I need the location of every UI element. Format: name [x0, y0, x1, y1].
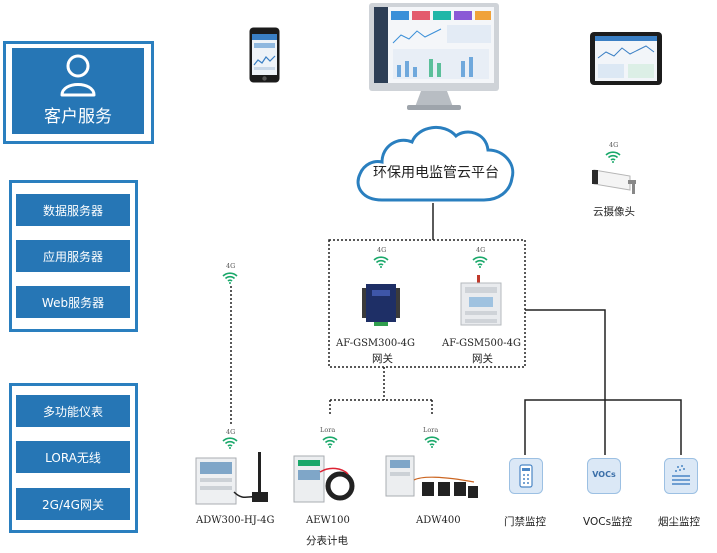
gateway-gsm500-icon [460, 275, 502, 326]
field-3-name: ADW400 [416, 515, 461, 526]
gateway-2-signal-label: 4G [476, 246, 486, 254]
field-2-signal-label: Lora [320, 426, 336, 434]
wifi-icon [373, 256, 389, 268]
field-2-sub: 分表计电 [306, 535, 348, 547]
field-1-name: ADW300-HJ-4G [196, 515, 275, 526]
wifi-icon [222, 272, 238, 284]
wifi-icon [424, 436, 440, 448]
user-icon [60, 54, 96, 97]
left-signal-label: 4G [226, 262, 236, 270]
field-1-signal-label: 4G [226, 428, 236, 436]
gateway-1-name: AF-GSM300-4G [336, 338, 415, 349]
device-lora[interactable]: LORA无线 [16, 441, 130, 473]
gateway-gsm300-icon [362, 284, 400, 326]
gateway-1-signal-label: 4G [377, 246, 387, 254]
door-access-icon [509, 458, 543, 494]
wifi-icon [322, 436, 338, 448]
customer-service-button[interactable]: 客户服务 [12, 48, 144, 134]
dust-icon [664, 458, 698, 494]
vocs-icon: VOCs [587, 458, 621, 494]
wireless-dotted-link [230, 286, 232, 426]
customer-service-label: 客户服务 [44, 107, 112, 127]
wifi-icon [222, 437, 238, 449]
cloud-shape [356, 126, 515, 202]
field-2-name: AEW100 [306, 515, 350, 526]
gateway-2-name: AF-GSM500-4G [442, 338, 521, 349]
device-gateway[interactable]: 2G/4G网关 [16, 488, 130, 520]
wifi-icon [605, 151, 621, 163]
server-data[interactable]: 数据服务器 [16, 194, 130, 226]
gateway-2-sub: 网关 [472, 353, 493, 365]
wifi-icon [472, 256, 488, 268]
server-app[interactable]: 应用服务器 [16, 240, 130, 272]
gateway-1-sub: 网关 [372, 353, 393, 365]
camera-icon [592, 169, 636, 194]
monitor-2-label: VOCs监控 [583, 516, 633, 528]
device-meter[interactable]: 多功能仪表 [16, 395, 130, 427]
vocs-badge: VOCs [592, 470, 616, 479]
desktop-monitor-icon [369, 3, 499, 110]
adw400-meter-icon [385, 455, 478, 498]
cloud-label: 环保用电监管云平台 [373, 165, 499, 181]
adw300-meter-icon [195, 452, 268, 505]
camera-signal-label: 4G [609, 141, 619, 149]
field-3-signal-label: Lora [423, 426, 439, 434]
tablet-icon [590, 32, 662, 85]
aew100-meter-icon [293, 455, 355, 503]
camera-label: 云摄像头 [593, 206, 635, 218]
monitor-3-label: 烟尘监控 [658, 516, 700, 528]
phone-icon [249, 27, 280, 83]
monitor-1-label: 门禁监控 [504, 516, 546, 528]
server-web[interactable]: Web服务器 [16, 286, 130, 318]
